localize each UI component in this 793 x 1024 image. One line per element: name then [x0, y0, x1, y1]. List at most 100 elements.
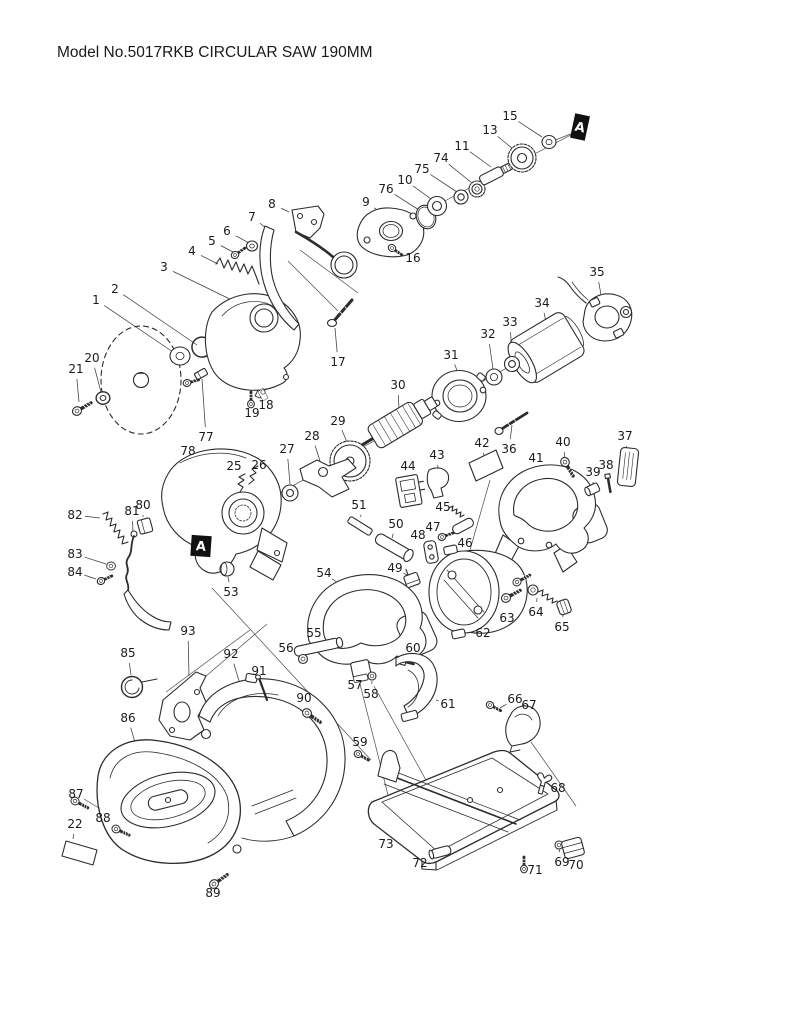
part-label-40: 40: [555, 435, 570, 449]
part-label-56: 56: [278, 641, 293, 655]
inner-flange-and-ring: [169, 336, 211, 389]
leader-line-21: [76, 378, 80, 403]
leader-line-92: [233, 663, 240, 682]
depth-guide-sector: [351, 652, 438, 765]
part-label-38: 38: [598, 458, 613, 472]
leader-line-11: [469, 151, 492, 168]
part-label-50: 50: [388, 517, 403, 531]
leader-line-61: [435, 699, 439, 702]
part-label-55: 55: [306, 626, 321, 640]
part-label-21: 21: [68, 362, 83, 376]
leader-line-35: [598, 281, 602, 296]
part-label-10: 10: [397, 173, 412, 187]
part-label-93: 93: [180, 624, 195, 638]
part-label-81: 81: [124, 504, 139, 518]
part-label-61: 61: [440, 697, 455, 711]
leader-line-75: [430, 174, 458, 193]
part-label-58: 58: [363, 687, 378, 701]
part-label-82: 82: [67, 508, 82, 522]
part-label-60: 60: [405, 641, 420, 655]
part-label-43: 43: [429, 448, 444, 462]
leader-line-8: [280, 207, 290, 213]
leader-line-77: [201, 378, 206, 428]
part-label-31: 31: [443, 348, 458, 362]
part-label-89: 89: [205, 886, 220, 900]
assembly-line: [359, 683, 390, 800]
assembly-line: [165, 629, 251, 693]
trigger: [426, 467, 450, 499]
assembly-line: [552, 132, 574, 142]
gear-housing: [161, 448, 288, 581]
part-label-72: 72: [412, 856, 427, 870]
bearing-box: [356, 207, 425, 260]
lower-guard-lever: [94, 511, 172, 631]
guard-lever-assembly: [215, 205, 358, 331]
page-title: Model No.5017RKB CIRCULAR SAW 190MM: [57, 44, 373, 61]
assembly-line: [211, 587, 372, 761]
part-label-90: 90: [296, 691, 311, 705]
part-label-29: 29: [330, 414, 345, 428]
leader-line-3: [172, 271, 237, 303]
part-label-65: 65: [554, 620, 569, 634]
switch-small-parts: [347, 505, 474, 564]
safety-cover: [61, 739, 242, 892]
part-label-4: 4: [188, 244, 196, 258]
leader-line-6: [235, 235, 250, 244]
leader-line-76: [394, 194, 420, 211]
leader-line-22: [72, 833, 75, 840]
part-label-73: 73: [378, 837, 393, 851]
part-label-13: 13: [482, 123, 497, 137]
part-label-32: 32: [480, 327, 495, 341]
leader-line-49: [403, 572, 408, 576]
part-label-47: 47: [425, 520, 440, 534]
leader-line-29: [341, 430, 348, 443]
leader-line-81: [132, 520, 134, 533]
leader-line-53: [227, 576, 230, 583]
leader-line-50: [391, 533, 394, 539]
part-label-71: 71: [527, 863, 542, 877]
detail-marker-A: A: [190, 534, 212, 558]
part-label-44: 44: [400, 459, 415, 473]
rip-fence-clamp: [483, 698, 553, 795]
part-label-63: 63: [499, 611, 514, 625]
part-label-83: 83: [67, 547, 82, 561]
part-label-22: 22: [67, 817, 82, 831]
part-label-37: 37: [617, 429, 632, 443]
leader-line-74: [448, 163, 473, 184]
part-label-66: 66: [507, 692, 522, 706]
leader-line-36: [509, 424, 513, 440]
front-grip: [293, 568, 438, 683]
leader-line-84: [84, 574, 97, 580]
part-label-70: 70: [568, 858, 583, 872]
part-label-53: 53: [223, 585, 238, 599]
assembly-line: [287, 260, 339, 312]
part-label-36: 36: [501, 442, 516, 456]
part-label-33: 33: [502, 315, 517, 329]
part-label-88: 88: [95, 811, 110, 825]
fan-baffle: [431, 369, 487, 423]
part-label-68: 68: [550, 781, 565, 795]
part-label-77: 77: [198, 430, 213, 444]
motor-housing: [428, 544, 572, 640]
leader-line-15: [518, 121, 543, 138]
part-label-48: 48: [410, 528, 425, 542]
part-label-67: 67: [521, 698, 536, 712]
base-plate: [367, 749, 585, 875]
leader-line-5: [220, 245, 234, 253]
name-plate: [468, 449, 504, 482]
helical-gear-set: [281, 440, 371, 502]
part-label-80: 80: [135, 498, 150, 512]
part-label-92: 92: [223, 647, 238, 661]
leader-line-10: [412, 185, 432, 200]
assembly-line: [467, 479, 491, 558]
outer-flange-bolt: [69, 391, 111, 419]
leader-line-27: [287, 458, 291, 485]
part-label-26: 26: [251, 458, 266, 472]
part-label-42: 42: [474, 436, 489, 450]
motor-bearings: [485, 355, 521, 386]
part-label-17: 17: [330, 355, 345, 369]
part-label-6: 6: [223, 224, 231, 238]
part-label-25: 25: [226, 459, 241, 473]
leader-line-28: [314, 445, 321, 462]
